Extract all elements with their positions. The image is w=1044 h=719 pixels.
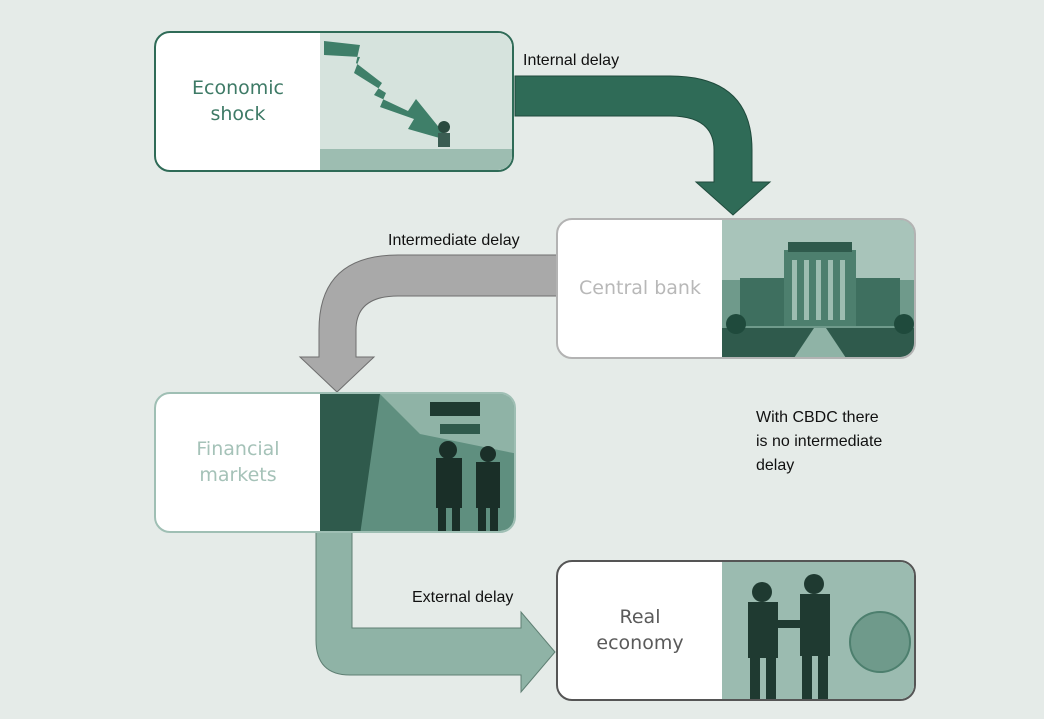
economic-shock-text: Economic shock <box>192 76 284 125</box>
bank-building-icon <box>722 220 914 357</box>
central-bank-label: Central bank <box>558 220 722 357</box>
cbdc-note: With CBDC there is no intermediate delay <box>756 409 883 474</box>
handshake-icon <box>722 562 914 699</box>
financial-markets-box: Financial markets <box>154 392 516 533</box>
real-economy-label: Real economy <box>558 562 722 699</box>
external-delay-label: External delay <box>412 589 514 606</box>
intermediate-delay-label: Intermediate delay <box>388 232 520 249</box>
central-bank-building-image <box>722 220 914 357</box>
falling-chart-image <box>320 33 512 170</box>
central-bank-text: Central bank <box>579 276 701 299</box>
internal-delay-arrow <box>514 75 772 216</box>
central-bank-box: Central bank <box>556 218 916 359</box>
falling-chart-icon <box>320 33 512 170</box>
financial-markets-text: Financial markets <box>196 437 280 486</box>
handshake-image <box>722 562 914 699</box>
trading-floor-image <box>320 394 514 531</box>
economic-shock-label: Economic shock <box>156 33 320 170</box>
intermediate-delay-arrow <box>298 254 558 393</box>
external-delay-arrow <box>315 531 556 694</box>
economic-shock-box: Economic shock <box>154 31 514 172</box>
trading-floor-icon <box>320 394 514 531</box>
internal-delay-label: Internal delay <box>523 52 620 69</box>
real-economy-box: Real economy <box>556 560 916 701</box>
real-economy-text: Real economy <box>596 605 684 654</box>
financial-markets-label: Financial markets <box>156 394 320 531</box>
